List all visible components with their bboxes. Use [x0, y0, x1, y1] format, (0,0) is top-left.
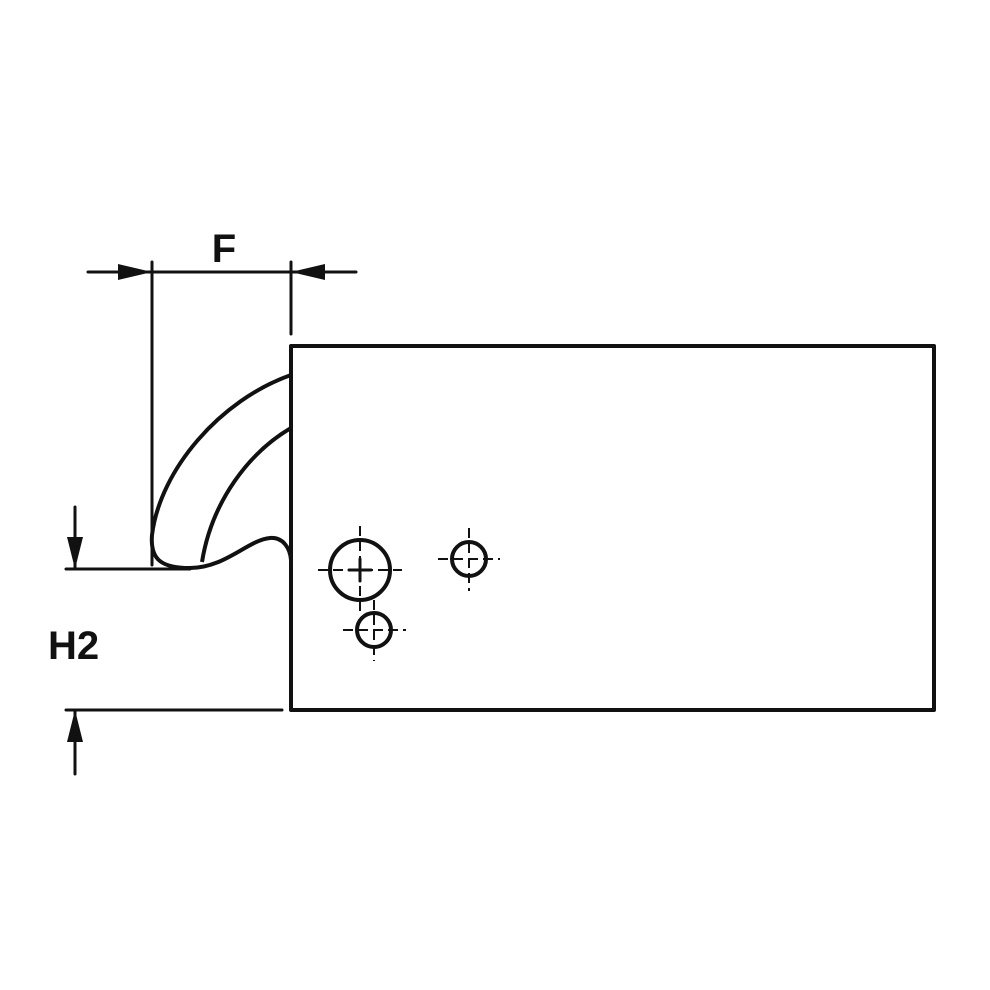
hinge-arm-inner-curve — [200, 426, 293, 563]
dimension-h2-label: H2 — [48, 624, 99, 668]
dimension-f-right-arrow — [291, 264, 325, 280]
mounting-hole-small-bottom — [343, 600, 406, 661]
dimension-h2: H2 — [48, 505, 284, 776]
hinge-arm — [149, 373, 293, 570]
dimension-f-label: F — [212, 227, 236, 271]
dimension-f-left-arrow — [118, 264, 152, 280]
dimension-h2-top-arrow — [67, 537, 83, 569]
hinge-arm-outer-curve — [149, 373, 293, 570]
dimension-f: F — [86, 227, 358, 567]
mounting-hole-large — [318, 526, 402, 614]
dimension-h2-bottom-arrow — [67, 710, 83, 742]
mounting-hole-large-circle — [328, 538, 392, 602]
mounting-hole-small-right — [438, 528, 500, 591]
hinge-plate-body — [289, 344, 936, 712]
